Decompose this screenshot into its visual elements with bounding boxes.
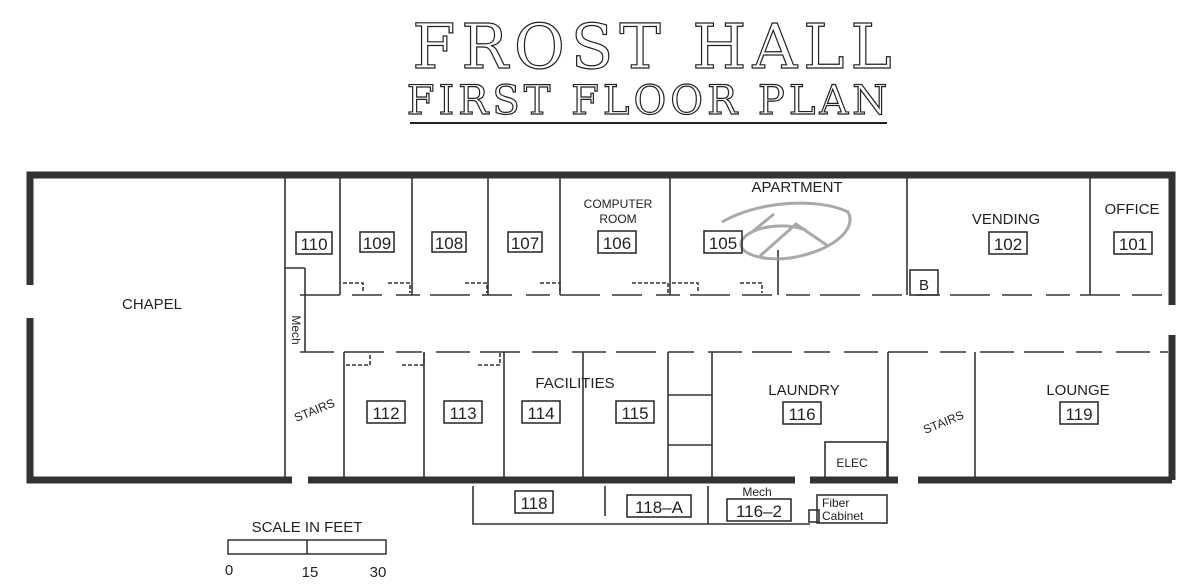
computer-room-label-line1: COMPUTER (584, 197, 653, 211)
room-118-box (514, 490, 554, 514)
plan-title: FROST HALL (412, 10, 897, 83)
laundry-label: LAUNDRY (768, 382, 839, 399)
room-110-box (295, 231, 333, 255)
south-partitions (300, 351, 1168, 481)
room-107-box (507, 231, 543, 253)
scale-tick-30: 30 (370, 564, 387, 581)
room-114-box (521, 400, 561, 424)
fiber-cabinet-label-line1: Fiber (822, 496, 849, 510)
stairs-left-label: STAIRS (292, 396, 337, 425)
mech-vertical-label: Mech (289, 315, 303, 344)
lower-annex (472, 486, 888, 525)
plan-subtitle: FIRST FLOOR PLAN (407, 78, 892, 124)
room-101-number: 101 (1119, 235, 1147, 254)
scale-bar: SCALE IN FEET 0 15 30 (225, 519, 387, 581)
room-113-box (443, 400, 483, 424)
room-119-number: 119 (1065, 405, 1092, 424)
room-108-box (431, 231, 467, 253)
room-106-number: 106 (603, 234, 631, 253)
apartment-label: APARTMENT (751, 179, 842, 196)
wall-left-bottom (26, 318, 292, 484)
scale-tick-15: 15 (302, 564, 319, 581)
b-closet (909, 269, 939, 296)
room-115-number: 115 (621, 404, 648, 423)
room-109-box (359, 231, 395, 253)
room-106-box (597, 230, 637, 254)
room-119-box (1059, 401, 1099, 425)
room-118a-number: 118–A (635, 498, 684, 517)
room-110-number: 110 (300, 235, 327, 254)
room-114-number: 114 (527, 404, 554, 423)
wall-top (26, 171, 1176, 305)
room-116-2-number: 116–2 (736, 502, 782, 521)
room-102-number: 102 (994, 235, 1022, 254)
stairs-right-label: STAIRS (921, 408, 966, 437)
room-118-number: 118 (520, 494, 547, 513)
computer-room-label-line2: ROOM (599, 212, 636, 226)
room-107-number: 107 (511, 234, 539, 253)
chapel-label: CHAPEL (122, 296, 182, 313)
mech-bottom-label: Mech (742, 485, 771, 499)
elec-closet (824, 441, 888, 481)
lounge-label: LOUNGE (1046, 382, 1109, 399)
room-116-box (782, 401, 822, 425)
b-closet-label: B (919, 277, 929, 294)
fiber-cabinet-box (816, 494, 888, 524)
room-108-number: 108 (435, 234, 463, 253)
room-112-box (366, 400, 406, 424)
room-109-number: 109 (363, 234, 391, 253)
room-118a-box (626, 494, 692, 518)
room-115-box (615, 400, 655, 424)
handwritten-scribble (721, 201, 852, 261)
fiber-cabinet-label-line2: Cabinet (822, 509, 864, 523)
scale-label: SCALE IN FEET (252, 519, 363, 536)
vending-label: VENDING (972, 211, 1040, 228)
elec-label: ELEC (836, 456, 868, 470)
room-113-number: 113 (449, 404, 476, 423)
room-105-number: 105 (709, 234, 737, 253)
north-partitions (300, 178, 1165, 296)
room-116-2-box (726, 498, 792, 522)
office-label: OFFICE (1105, 201, 1160, 218)
scale-tick-0: 0 (225, 562, 233, 579)
room-101-box (1113, 231, 1153, 255)
room-112-number: 112 (372, 404, 399, 423)
room-102-box (988, 231, 1028, 255)
room-116-number: 116 (788, 405, 815, 424)
room-105-box (703, 230, 743, 254)
facilities-label: FACILITIES (535, 375, 614, 392)
